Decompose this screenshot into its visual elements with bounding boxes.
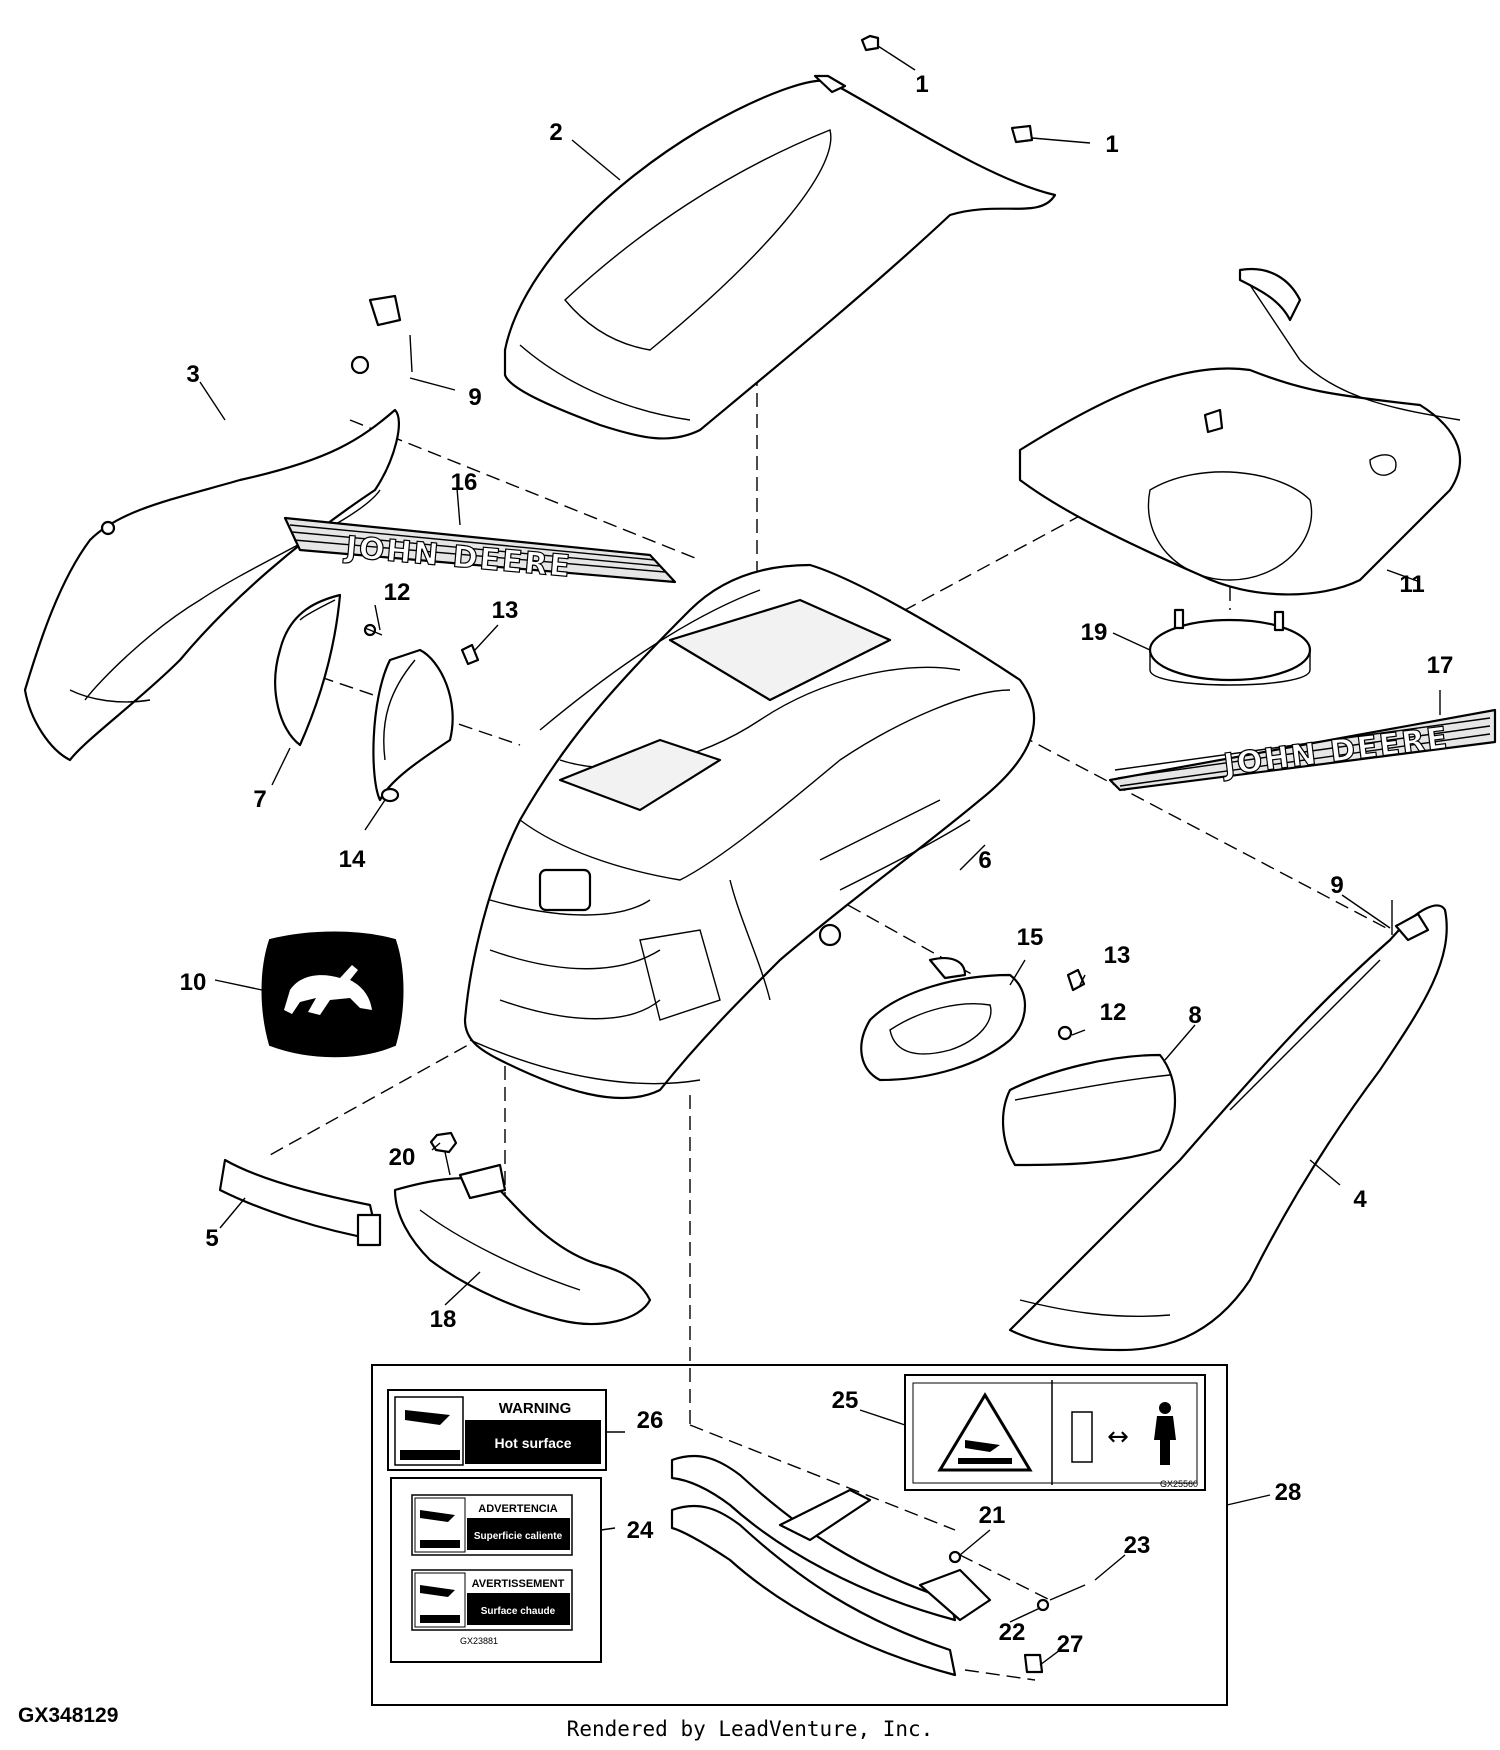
callout-12b: 12 [1100, 999, 1127, 1026]
callout-22: 22 [999, 1619, 1026, 1646]
headlight-housing-part-14 [372, 648, 454, 803]
label-24-heading-es: ADVERTENCIA [478, 1503, 558, 1515]
callout-11: 11 [1399, 571, 1424, 598]
figure-id: GX348129 [18, 1704, 119, 1727]
emblem-part-10 [261, 931, 404, 1058]
label-24-text-es: Superficie caliente [474, 1531, 563, 1542]
callout-28: 28 [1275, 1479, 1302, 1506]
callout-1b: 1 [1105, 131, 1118, 158]
arrow-icon: ↔ [1107, 1422, 1129, 1452]
footer-credit: Rendered by LeadVenture, Inc. [566, 1717, 934, 1741]
rear-panel-part-11 [1018, 267, 1462, 596]
label-24-heading-fr: AVERTISSEMENT [472, 1578, 565, 1590]
callout-5: 5 [205, 1225, 218, 1252]
label-part-24: ADVERTENCIA Superficie caliente AVERTISS… [390, 1477, 602, 1663]
left-side-panel-part-3 [23, 294, 402, 762]
callout-9b: 9 [1330, 872, 1343, 899]
leader-lines [199, 45, 1441, 1666]
decal-part-17: JOHN DEERE [1108, 708, 1497, 792]
callout-21: 21 [979, 1502, 1006, 1529]
bolt-part-20 [429, 1131, 458, 1176]
bumper-bar-kit [670, 1455, 1086, 1677]
label-26-heading: WARNING [499, 1400, 572, 1417]
headlight-lens-part-7 [274, 593, 342, 747]
front-bracket-part-18 [393, 1163, 652, 1326]
callout-6: 6 [978, 847, 991, 874]
headlight-lens-part-8 [1002, 1053, 1176, 1167]
callout-3: 3 [186, 361, 199, 388]
right-side-panel-part-4 [1008, 904, 1448, 1352]
callout-18: 18 [430, 1306, 457, 1333]
callout-numbers: 1 1 2 3 4 5 6 7 8 9 9 10 11 12 12 13 13 … [180, 71, 1454, 1658]
callout-23: 23 [1124, 1532, 1151, 1559]
callout-10: 10 [180, 969, 207, 996]
callout-13b: 13 [1104, 942, 1131, 969]
callout-4: 4 [1353, 1186, 1367, 1213]
label-24-text-fr: Surface chaude [481, 1606, 556, 1617]
callout-9a: 9 [468, 384, 481, 411]
callout-26: 26 [637, 1407, 664, 1434]
callout-13a: 13 [492, 597, 519, 624]
label-24-code: GX23881 [460, 1636, 498, 1646]
ring-part-19 [1148, 608, 1312, 686]
callout-12a: 12 [384, 579, 411, 606]
label-26-text: Hot surface [494, 1435, 571, 1451]
callout-16: 16 [451, 469, 478, 496]
callout-27: 27 [1057, 1631, 1084, 1658]
callout-8: 8 [1188, 1002, 1201, 1029]
callout-17: 17 [1427, 652, 1454, 679]
callout-24: 24 [627, 1517, 654, 1544]
headlight-housing-part-15 [860, 957, 1027, 1082]
callout-20: 20 [389, 1144, 416, 1171]
callout-14: 14 [339, 846, 366, 873]
decal-part-16: JOHN DEERE [283, 516, 677, 585]
label-part-25: ↔ GX25560 [904, 1374, 1206, 1491]
hood-frame-part-6 [463, 563, 1036, 1100]
label-25-code: GX25560 [1160, 1479, 1198, 1489]
callout-19: 19 [1081, 619, 1108, 646]
callout-25: 25 [832, 1387, 859, 1414]
label-part-26: WARNING Hot surface [387, 1389, 607, 1471]
callout-7: 7 [253, 786, 266, 813]
bumper-strip-part-5 [218, 1158, 382, 1247]
callout-1a: 1 [915, 71, 928, 98]
hood-part-2 [503, 74, 1057, 440]
decal-17-text: JOHN DEERE [1220, 721, 1451, 784]
kit-box-part-28 [371, 1364, 1228, 1706]
clip-part-1 [860, 34, 1034, 144]
callout-15: 15 [1017, 924, 1044, 951]
callout-2: 2 [549, 119, 562, 146]
